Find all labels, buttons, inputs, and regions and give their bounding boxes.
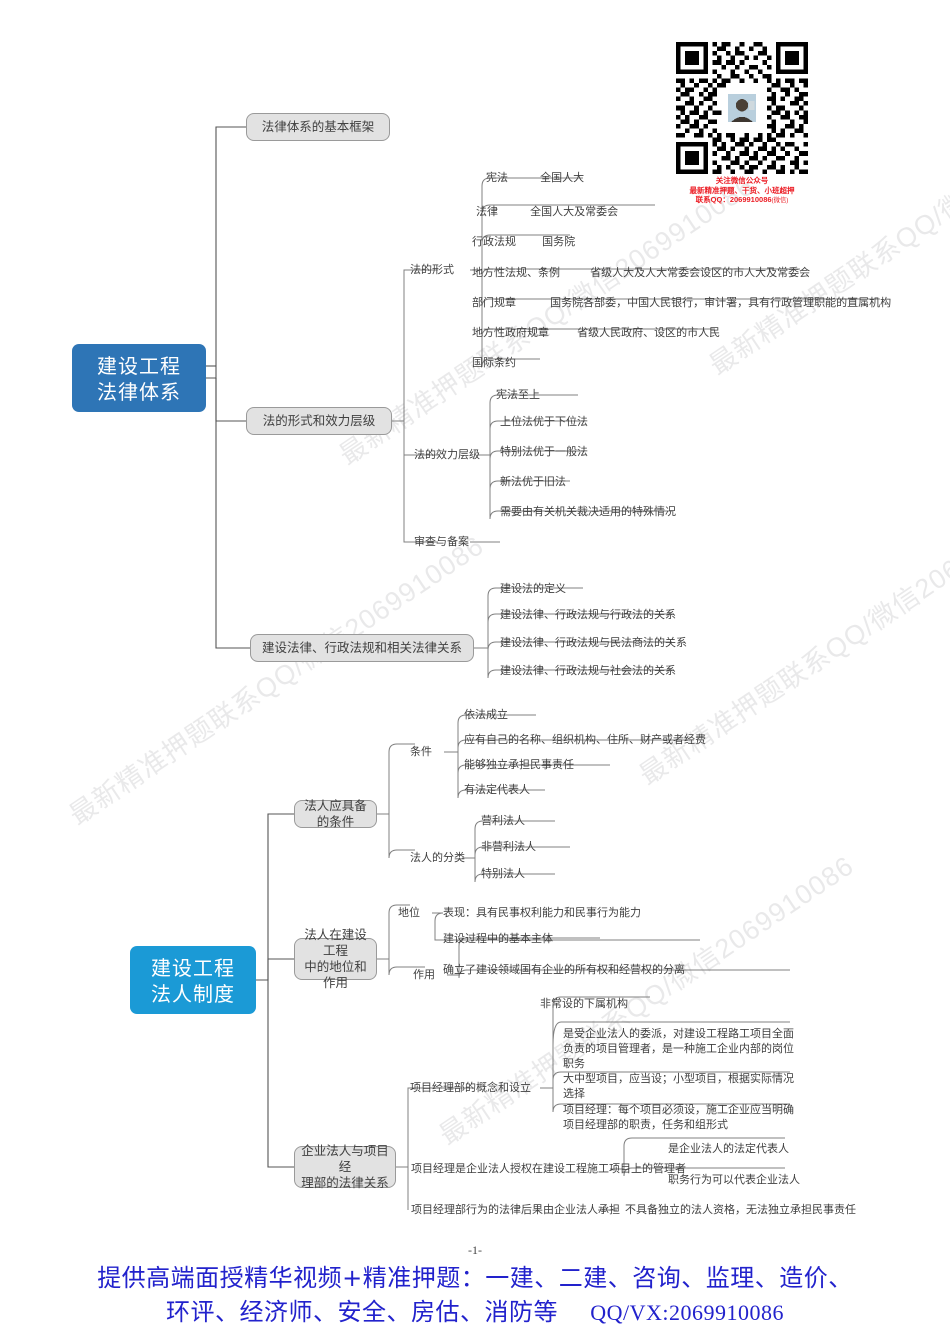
leaf-form-admin-regulation[interactable]: 行政法规 国务院 (472, 236, 576, 248)
leaf-class-special[interactable]: 特别法人 (481, 868, 525, 880)
leaf-relation-civil-commercial-law[interactable]: 建设法律、行政法规与民法商法的关系 (500, 637, 687, 649)
watermark: 最新精准押题联系QQ/微信2069910086 (63, 530, 490, 831)
branch-label: 法律体系的基本框架 (261, 120, 375, 134)
leaf-hierarchy-upper-over-lower[interactable]: 上位法优于下位法 (500, 416, 588, 428)
root-node-legal-system[interactable]: 建设工程 法律体系 (72, 344, 206, 412)
group-label-conditions[interactable]: 条件 (410, 746, 432, 758)
footer-line2-text: 环评、经济师、安全、房估、消防等 (165, 1298, 558, 1326)
root-node-legal-person-system[interactable]: 建设工程 法人制度 (130, 946, 256, 1014)
leaf-relation-social-law[interactable]: 建设法律、行政法规与社会法的关系 (500, 665, 676, 677)
leaf-project-manager-duty[interactable]: 项目经理：每个项目必须设，施工企业应当明确项目经理部的职责，任务和组形式 (563, 1104, 794, 1131)
branch-label: 建设法律、行政法规和相关法律关系 (261, 641, 462, 655)
root2-line1: 建设工程 (151, 956, 235, 980)
leaf-class-for-profit[interactable]: 营利法人 (481, 815, 525, 827)
group-label-role[interactable]: 作用 (413, 969, 435, 981)
leaf-status-civil-capacity[interactable]: 表现：具有民事权利能力和民事行为能力 (443, 907, 641, 919)
leaf-project-scale-setup[interactable]: 大中型项目，应当设；小型项目，根据实际情况选择 (563, 1073, 794, 1100)
branch-label-line2: 中的地位和作用 (304, 960, 367, 990)
branch-label: 法人应具备的条件 (304, 799, 367, 829)
qrcode-image (676, 42, 808, 174)
leaf-is-legal-representative[interactable]: 是企业法人的法定代表人 (668, 1143, 789, 1155)
group-label-legal-hierarchy[interactable]: 法的效力层级 (414, 449, 480, 461)
leaf-detail: 省级人大及人大常委会设区的市人大及常委会 (590, 267, 811, 279)
branch-label-line1: 法人在建设工程 (304, 928, 367, 958)
leaf-form-department-rule[interactable]: 部门规章 国务院各部委，中国人民银行，审计署，具有行政管理职能的直属机构 (472, 297, 892, 309)
leaf-detail: 国务院 (542, 236, 576, 248)
leaf-detail: 全国人大及常委会 (530, 206, 619, 218)
footer-line1: 提供高端面授精华视频+精准押题：一建、二建、咨询、监理、造价、 (97, 1264, 853, 1292)
leaf-condition-legal-representative[interactable]: 有法定代表人 (464, 784, 530, 796)
group-label-legal-person-classification[interactable]: 法人的分类 (410, 852, 465, 864)
leaf-project-manager-definition[interactable]: 是受企业法人的委派，对建设工程路工项目全面负责的项目管理者，是一种施工企业内部的… (563, 1028, 794, 1070)
qr-caption-line1: 关注微信公众号 (715, 176, 769, 185)
leaf-duty-acts-represent[interactable]: 职务行为可以代表企业法人 (668, 1174, 800, 1186)
leaf-hierarchy-special-over-general[interactable]: 特别法优于一般法 (500, 446, 588, 458)
group-label-project-manager-authorized[interactable]: 项目经理是企业法人授权在建设工程施工项目上的管理者 (411, 1163, 686, 1175)
root1-line2: 法律体系 (97, 380, 181, 404)
leaf-detail: 省级人民政府、设区的市人民 (577, 327, 721, 339)
group-label-legal-consequences[interactable]: 项目经理部行为的法律后果由企业法人承担 (411, 1204, 620, 1216)
leaf-condition-legally-established[interactable]: 依法成立 (464, 709, 508, 721)
branch-label: 法的形式和效力层级 (262, 414, 376, 428)
branch-construction-law-relations[interactable]: 建设法律、行政法规和相关法律关系 (250, 634, 474, 662)
qr-promo-block: 关注微信公众号 最新精准押题、干货、小班超押 联系QQ：2069910086(微… (676, 42, 808, 206)
leaf-hierarchy-new-over-old[interactable]: 新法优于旧法 (500, 476, 566, 488)
leaf-role-basic-subject[interactable]: 建设过程中的基本主体 (443, 933, 553, 945)
footer-line2: 环评、经济师、安全、房估、消防等 QQ/VX:2069910086 (0, 1295, 950, 1330)
leaf-class-non-profit[interactable]: 非营利法人 (481, 841, 536, 853)
leaf-non-permanent-subordinate[interactable]: 非常设的下属机构 (540, 998, 628, 1010)
qr-center-avatar (727, 93, 757, 123)
group-label-status[interactable]: 地位 (398, 907, 420, 919)
leaf-definition-of-construction-law[interactable]: 建设法的定义 (500, 583, 566, 595)
leaf-hierarchy-constitution-supreme[interactable]: 宪法至上 (496, 389, 540, 401)
qr-caption-suffix: (微信) (771, 197, 789, 205)
root1-line1: 建设工程 (97, 354, 181, 378)
branch-label-line1: 企业法人与项目经 (301, 1144, 389, 1174)
leaf-detail: 全国人大 (540, 172, 585, 184)
leaf-condition-own-name-assets[interactable]: 应有自己的名称、组织机构、住所、财产或者经费 (464, 734, 706, 746)
group-label-project-dept-concept[interactable]: 项目经理部的概念和设立 (410, 1082, 531, 1094)
branch-basic-framework[interactable]: 法律体系的基本框架 (246, 113, 390, 141)
leaf-no-independent-status[interactable]: 不具备独立的法人资格，无法独立承担民事责任 (625, 1204, 856, 1216)
leaf-role-ownership-separation[interactable]: 确立了建设领域国有企业的所有权和经营权的分离 (443, 964, 685, 976)
root2-line2: 法人制度 (151, 982, 235, 1006)
branch-legal-person-status-role[interactable]: 法人在建设工程 中的地位和作用 (294, 928, 377, 990)
group-label-review-filing[interactable]: 审查与备案 (414, 536, 469, 548)
leaf-form-local-regulation[interactable]: 地方性法规、条例 省级人大及人大常委会设区的市人大及常委会 (472, 267, 811, 279)
qr-caption-line2: 最新精准押题、干货、小班超押 (689, 185, 795, 195)
qr-caption: 关注微信公众号 最新精准押题、干货、小班超押 联系QQ：2069910086(微… (676, 176, 808, 206)
leaf-detail: 国务院各部委，中国人民银行，审计署，具有行政管理职能的直属机构 (550, 297, 892, 309)
branch-legal-person-conditions[interactable]: 法人应具备的条件 (294, 799, 377, 829)
page-number: -1- (468, 1243, 482, 1257)
leaf-form-local-gov-rule[interactable]: 地方性政府规章 省级人民政府、设区的市人民 (472, 327, 721, 339)
footer-promo: 提供高端面授精华视频+精准押题：一建、二建、咨询、监理、造价、 环评、经济师、安… (0, 1261, 950, 1330)
branch-enterprise-project-dept-relation[interactable]: 企业法人与项目经 理部的法律关系 (294, 1144, 396, 1190)
leaf-form-law[interactable]: 法律 全国人大及常委会 (476, 206, 619, 218)
branch-label-line2: 理部的法律关系 (301, 1176, 389, 1190)
leaf-form-international-treaty[interactable]: 国际条约 (472, 357, 516, 369)
leaf-form-constitution[interactable]: 宪法 全国人大 (486, 172, 585, 184)
leaf-condition-civil-liability[interactable]: 能够独立承担民事责任 (464, 759, 574, 771)
branch-forms-and-hierarchy[interactable]: 法的形式和效力层级 (246, 407, 392, 435)
qr-caption-line3: 联系QQ：2069910086(微信) (695, 195, 789, 205)
footer-contact: QQ/VX:2069910086 (590, 1300, 785, 1325)
group-label-legal-forms[interactable]: 法的形式 (410, 264, 454, 276)
leaf-relation-admin-law[interactable]: 建设法律、行政法规与行政法的关系 (500, 609, 676, 621)
leaf-hierarchy-special-cases[interactable]: 需要由有关机关裁决适用的特殊情况 (500, 506, 676, 518)
